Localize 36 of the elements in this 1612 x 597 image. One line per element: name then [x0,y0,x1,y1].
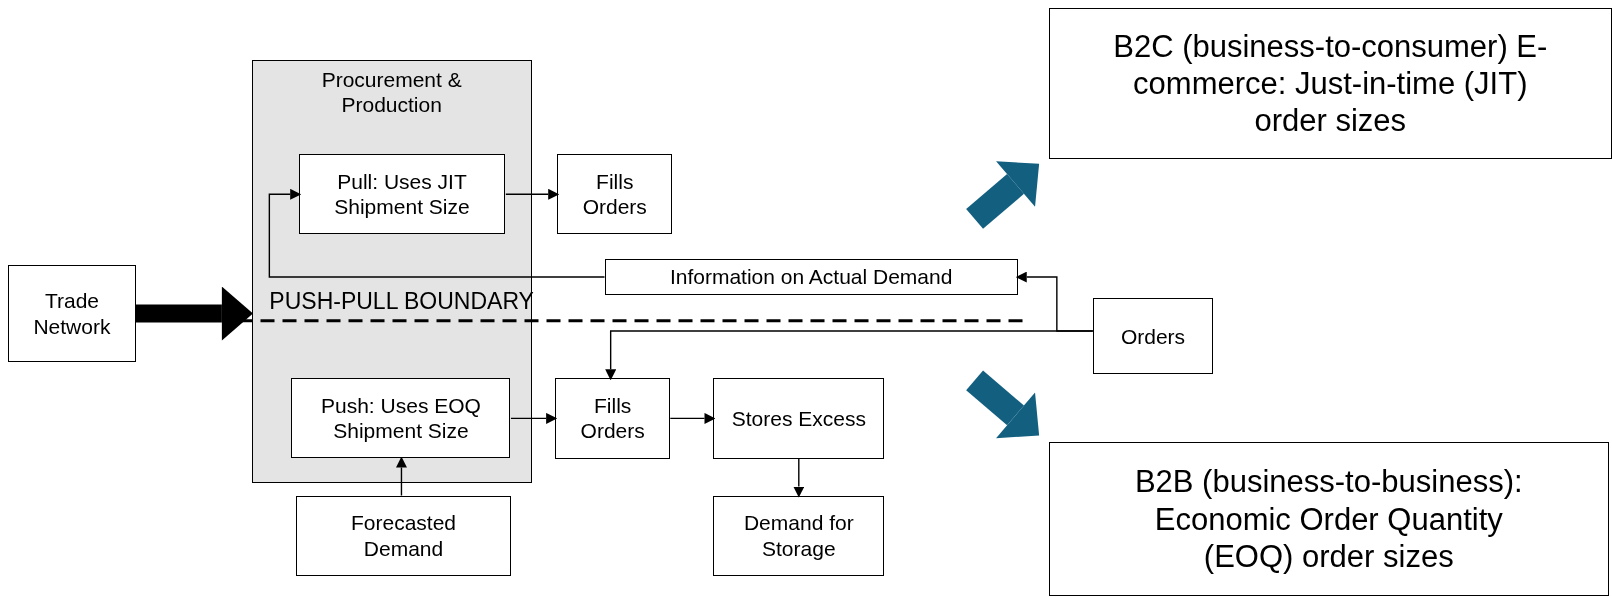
box-text: Pull: Uses JIT Shipment Size [333,168,471,219]
box-text: Information on Actual Demand [669,264,953,290]
box-text: Fills Orders [579,393,646,444]
group-panel [251,59,532,484]
box-text: B2B (business-to-business): Economic Order Quantity (EOQ) order sizes [1133,463,1524,575]
box-text: B2C (business-to-consumer) E-commerce: Just-in-time (JIT) order sizes [1112,28,1549,140]
process-box [8,265,136,362]
process-box [604,259,1018,296]
process-box [1092,298,1214,375]
process-box [557,154,673,235]
process-box [296,495,511,576]
process-box [555,378,671,459]
arrow [605,330,1094,381]
arrow [505,188,560,200]
arrow [669,412,716,424]
box-text: Fills Orders [581,169,648,220]
arrow [268,188,606,278]
note-box [1048,8,1612,160]
process-box [713,378,885,459]
note-box [1048,442,1609,597]
process-box [291,377,511,458]
arrow [510,412,558,424]
block-arrow [135,286,254,341]
box-text: Push: Uses EOQ Shipment Size [320,392,482,444]
box-text: Stores Excess [731,405,866,431]
box-text: Trade Network [32,288,112,339]
arrow [793,457,805,498]
box-text: Orders [1120,323,1186,349]
block-arrow [966,161,1040,229]
box-text: Forecasted Demand [349,510,458,561]
block-arrow [966,370,1040,439]
process-box [713,495,885,576]
arrow [395,456,407,497]
group-title: Procurement & Production [320,66,463,117]
box-text: Demand for Storage [742,510,855,561]
process-box [298,153,506,234]
